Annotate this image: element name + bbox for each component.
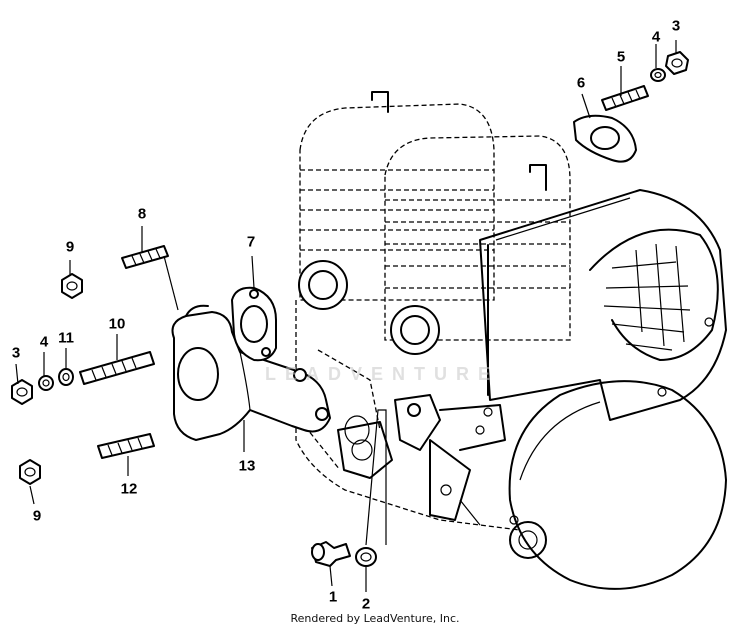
washer-2 (355, 547, 377, 567)
leader-lines (15, 40, 677, 592)
washer-4-top (650, 68, 666, 82)
washer-11 (58, 368, 74, 386)
callout-4-left: 4 (39, 333, 49, 351)
exhaust-gasket (231, 286, 277, 362)
callout-6: 6 (576, 74, 586, 92)
fan-housing (589, 228, 719, 397)
callout-5: 5 (616, 48, 626, 66)
watermark-text: LEADVENTURE (264, 364, 499, 384)
intake-gasket (573, 114, 637, 163)
nut-9-top (61, 273, 83, 299)
callout-1: 1 (328, 588, 338, 606)
stud-12 (97, 433, 155, 459)
washer-4-left (38, 375, 54, 391)
callout-7: 7 (246, 233, 256, 251)
stud-8 (121, 245, 169, 269)
intake-ports (298, 260, 440, 471)
cylinder-rear (299, 91, 495, 301)
rotary-valve-cover (337, 421, 393, 479)
callout-13: 13 (238, 457, 256, 475)
stud-5 (601, 85, 649, 111)
engine-lower-details (394, 394, 506, 526)
callout-10: 10 (108, 315, 126, 333)
nut-9-bottom (19, 459, 41, 485)
callout-8: 8 (137, 205, 147, 223)
exhaust-manifold (171, 304, 331, 441)
callout-2: 2 (361, 595, 371, 613)
crankcase (295, 189, 727, 531)
stud-10 (79, 351, 155, 385)
nut-3-top (665, 51, 689, 75)
nut-3-left (11, 379, 33, 405)
callout-3-left: 3 (11, 344, 21, 362)
callout-4-top: 4 (651, 28, 661, 46)
callout-11: 11 (58, 329, 74, 347)
magneto-cover (508, 380, 727, 590)
callout-3-top: 3 (671, 17, 681, 35)
cylinder-front (384, 135, 571, 341)
callout-9-top: 9 (65, 238, 75, 256)
footer-credit: Rendered by LeadVenture, Inc. (290, 612, 460, 625)
callout-9-bottom: 9 (32, 507, 42, 525)
callout-12: 12 (120, 480, 138, 498)
bolt-1 (311, 541, 351, 567)
